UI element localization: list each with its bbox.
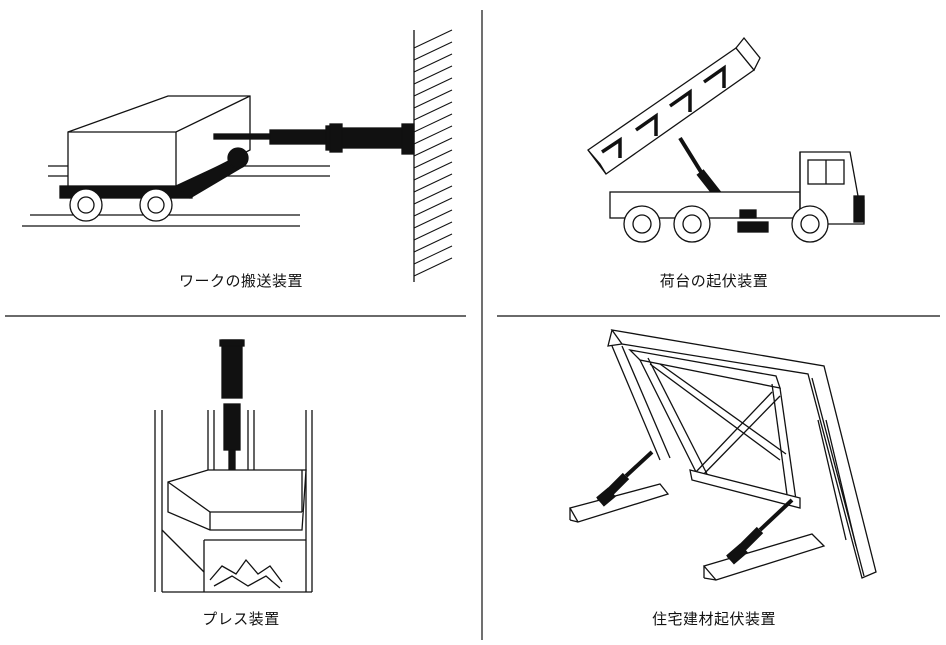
base-block-left bbox=[569, 483, 670, 523]
truck-wheel bbox=[673, 205, 711, 243]
caption-work-transfer: ワークの搬送装置 bbox=[178, 272, 303, 290]
cart-pushed-by-cylinder-illustration bbox=[22, 29, 453, 282]
dump-bed bbox=[587, 47, 755, 175]
cart-wheel bbox=[139, 188, 173, 222]
hatched-wall bbox=[413, 29, 453, 282]
truck-wheel bbox=[623, 205, 661, 243]
truck-wheel bbox=[791, 205, 829, 243]
caption-press: プレス装置 bbox=[202, 610, 280, 628]
panel-dividers bbox=[5, 10, 940, 640]
hydraulic-cylinder bbox=[213, 123, 415, 155]
press-device-illustration bbox=[154, 339, 313, 593]
cart-wheel bbox=[69, 188, 103, 222]
dump-truck-illustration bbox=[587, 36, 865, 243]
lift-cylinder-left bbox=[596, 450, 654, 507]
press-cylinder bbox=[221, 339, 243, 399]
caption-building-material-lift: 住宅建材起伏装置 bbox=[651, 610, 776, 628]
base-block-right bbox=[702, 533, 826, 581]
building-panel-lifter-illustration bbox=[569, 329, 877, 581]
lift-cylinder-right bbox=[726, 498, 794, 565]
caption-bed-lift: 荷台の起伏装置 bbox=[659, 272, 769, 290]
